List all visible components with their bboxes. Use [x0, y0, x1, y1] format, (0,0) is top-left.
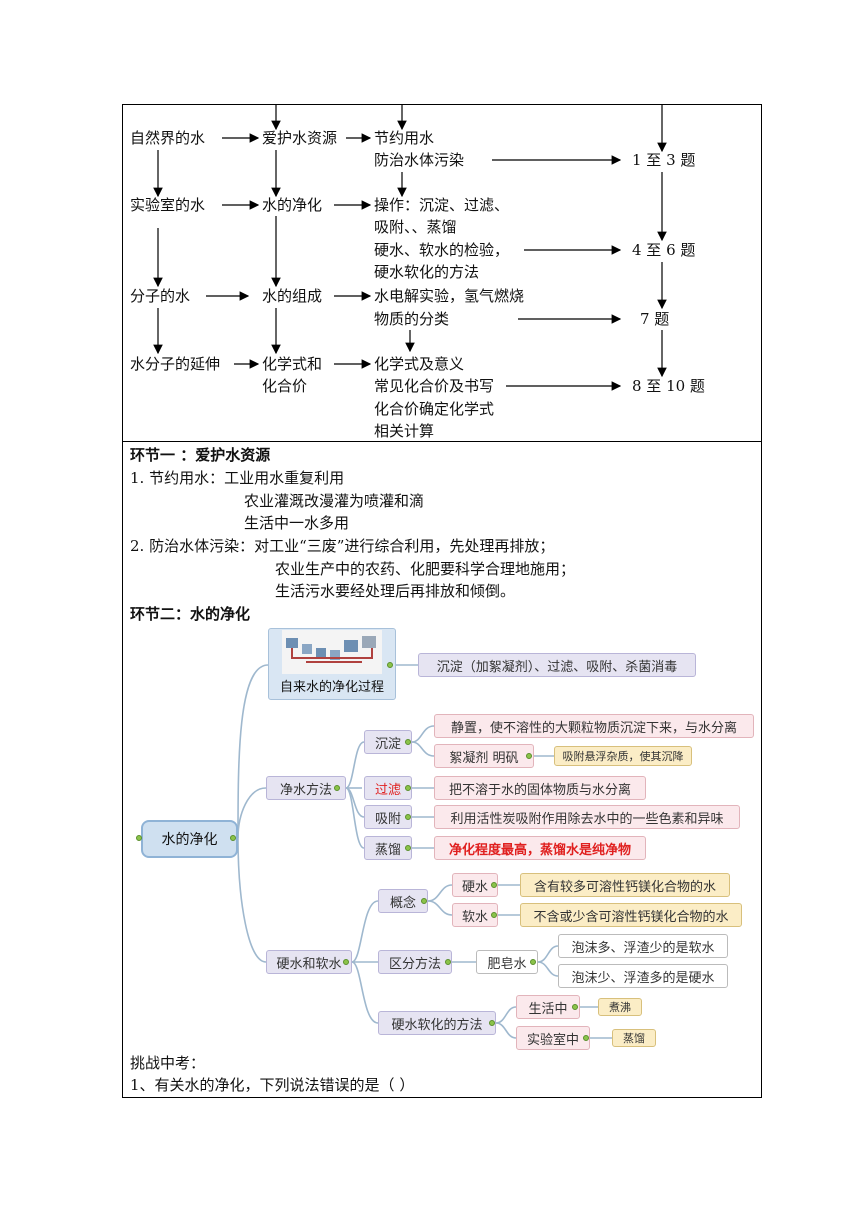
- flow-calculation: 相关计算: [374, 422, 435, 440]
- methods-node: 净水方法: [266, 776, 346, 800]
- collapse-dot-icon[interactable]: [583, 1035, 589, 1041]
- distill-node: 蒸馏: [612, 1029, 656, 1047]
- collapse-dot-icon[interactable]: [334, 785, 340, 791]
- section1-line: 农业生产中的农药、化肥要科学合理地施用；: [275, 560, 576, 578]
- collapse-dot-icon[interactable]: [230, 835, 236, 841]
- flow-questions-4-6: 4 至 6 题: [632, 241, 696, 259]
- flow-electrolysis: 水电解实验，氢气燃烧: [374, 287, 525, 305]
- flow-composition: 水的组成: [262, 287, 323, 305]
- flow-lab-water: 实验室的水: [130, 196, 206, 214]
- flow-question-7: 7 题: [640, 310, 670, 328]
- section1-line: 2. 防治水体污染：对工业“三废”进行综合利用，先处理再排放；: [130, 537, 555, 555]
- collapse-dot-icon[interactable]: [405, 785, 411, 791]
- flow-purification: 水的净化: [262, 196, 323, 214]
- section2-heading: 环节二：水的净化: [130, 605, 251, 623]
- hard-water-node: 硬水: [452, 873, 498, 897]
- flow-operations: 操作：沉淀、过滤、: [374, 196, 510, 214]
- flow-protect-water: 爱护水资源: [262, 129, 338, 147]
- flow-valence: 化合价: [262, 377, 308, 395]
- collapse-dot-icon[interactable]: [445, 959, 451, 965]
- collapse-dot-icon[interactable]: [491, 912, 497, 918]
- sedimentation-node: 沉淀: [364, 730, 412, 754]
- adsorption-node: 吸附: [364, 805, 412, 829]
- flow-molecule-extension: 水分子的延伸: [130, 355, 221, 373]
- collapse-dot-icon[interactable]: [136, 835, 142, 841]
- flow-formula-meaning: 化学式及意义: [374, 355, 465, 373]
- collapse-dot-icon[interactable]: [421, 898, 427, 904]
- distillation-node: 蒸馏: [364, 836, 412, 860]
- water-plant-diagram-icon: [282, 630, 382, 674]
- soap-result-soft: 泡沫多、浮渣少的是软水: [558, 934, 728, 958]
- boiling-node: 煮沸: [598, 998, 642, 1016]
- soft-water-node: 软水: [452, 903, 498, 927]
- lab-node: 实验室中: [516, 1026, 590, 1050]
- collapse-dot-icon[interactable]: [572, 1004, 578, 1010]
- daily-life-node: 生活中: [516, 995, 580, 1019]
- concept-node: 概念: [378, 889, 428, 913]
- soft-water-def: 不含或少含可溶性钙镁化合物的水: [520, 903, 742, 927]
- section1-line: 农业灌溉改漫灌为喷灌和滴: [244, 492, 425, 510]
- adsorption-detail: 利用活性炭吸附作用除去水中的一些色素和异味: [434, 805, 740, 829]
- flow-common-valence: 常见化合价及书写: [374, 377, 495, 395]
- softening-node: 硬水软化的方法: [378, 1011, 496, 1035]
- collapse-dot-icon[interactable]: [405, 845, 411, 851]
- collapse-dot-icon[interactable]: [405, 814, 411, 820]
- soap-result-hard: 泡沫少、浮渣多的是硬水: [558, 964, 728, 988]
- flow-questions-8-10: 8 至 10 题: [632, 377, 705, 395]
- collapse-dot-icon[interactable]: [387, 662, 393, 668]
- mindmap-root: 水的净化: [141, 820, 238, 858]
- hard-water-def: 含有较多可溶性钙镁化合物的水: [520, 873, 730, 897]
- section1-line: 1. 节约用水：工业用水重复利用: [130, 469, 345, 487]
- collapse-dot-icon[interactable]: [489, 1020, 495, 1026]
- row-divider: [122, 441, 762, 442]
- hard-soft-node: 硬水和软水: [266, 950, 352, 974]
- tap-water-label: 自来水的净化过程: [279, 680, 384, 695]
- distinguish-node: 区分方法: [378, 950, 452, 974]
- flow-save-water: 节约用水: [374, 129, 435, 147]
- flow-molecular-water: 分子的水: [130, 287, 191, 305]
- collapse-dot-icon[interactable]: [343, 959, 349, 965]
- flow-hard-soft-test: 硬水、软水的检验，: [374, 241, 510, 259]
- flow-softening: 硬水软化的方法: [374, 263, 480, 281]
- flow-prevent-pollution: 防治水体污染: [374, 151, 465, 169]
- flow-natural-water: 自然界的水: [130, 129, 206, 147]
- collapse-dot-icon[interactable]: [530, 959, 536, 965]
- flow-formula-valence: 化学式和: [262, 355, 323, 373]
- section1-heading: 环节一 ：爱护水资源: [130, 446, 271, 464]
- tap-water-node: 自来水的净化过程: [268, 628, 396, 700]
- filtration-detail: 把不溶于水的固体物质与水分离: [434, 776, 646, 800]
- section1-line: 生活污水要经处理后再排放和倾倒。: [275, 582, 516, 600]
- challenge-question: 1、有关水的净化，下列说法错误的是（ ）: [130, 1076, 415, 1094]
- sedimentation-detail: 静置，使不溶性的大颗粒物质沉淀下来，与水分离: [434, 714, 754, 738]
- collapse-dot-icon[interactable]: [491, 882, 497, 888]
- flow-operations-2: 吸附、、蒸馏: [374, 218, 457, 236]
- filtration-node: 过滤: [364, 776, 412, 800]
- table-frame: [122, 104, 762, 1098]
- coagulant-note: 吸附悬浮杂质，使其沉降: [554, 746, 692, 766]
- challenge-title: 挑战中考：: [130, 1054, 206, 1072]
- flow-classification: 物质的分类: [374, 310, 450, 328]
- flow-questions-1-3: 1 至 3 题: [632, 151, 696, 169]
- section1-line: 生活中一水多用: [244, 514, 350, 532]
- collapse-dot-icon[interactable]: [526, 753, 532, 759]
- tap-water-detail: 沉淀（加絮凝剂）、过滤、吸附、杀菌消毒: [418, 653, 696, 677]
- flow-valence-formula: 化合价确定化学式: [374, 400, 495, 418]
- collapse-dot-icon[interactable]: [405, 739, 411, 745]
- coagulant-node: 絮凝剂 明矾: [434, 744, 534, 768]
- distillation-detail: 净化程度最高，蒸馏水是纯净物: [434, 836, 646, 860]
- soap-water-node: 肥皂水: [476, 950, 538, 974]
